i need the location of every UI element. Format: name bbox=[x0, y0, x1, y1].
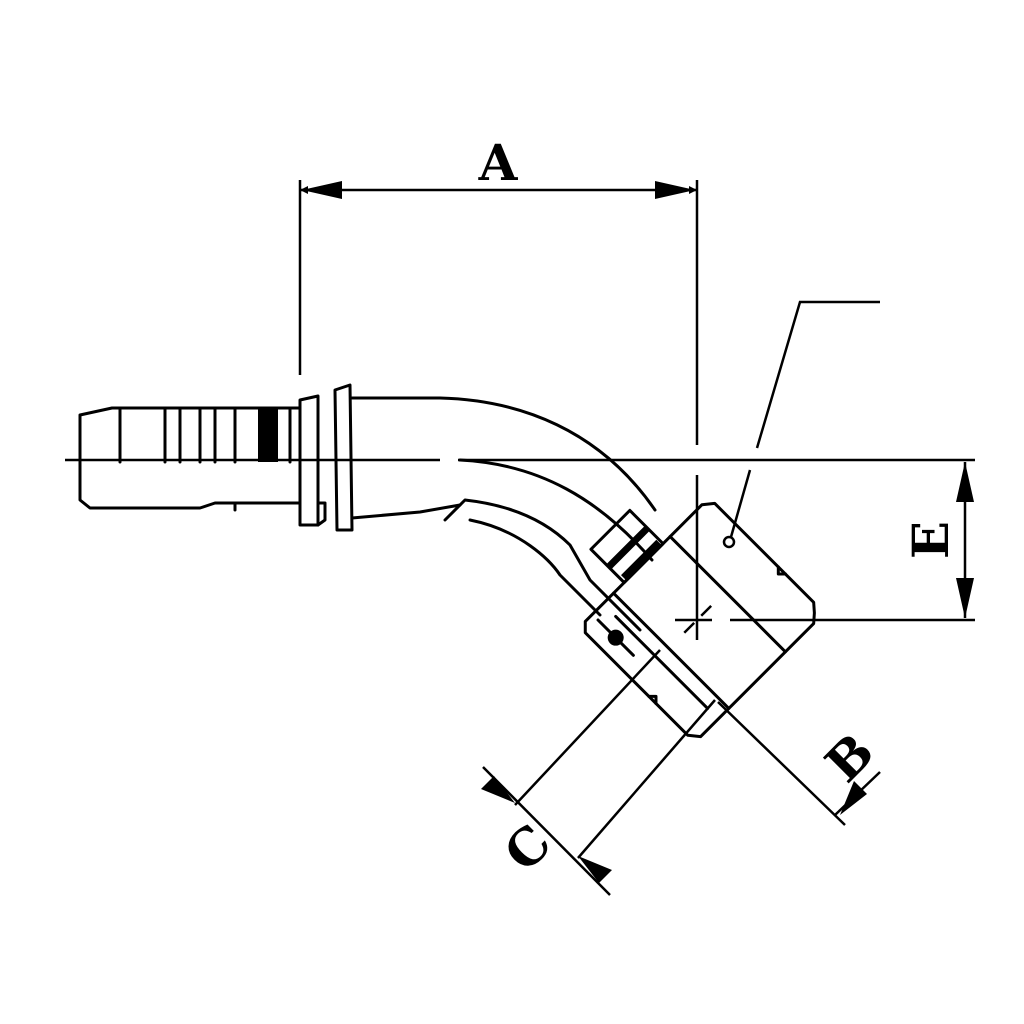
leader-line bbox=[722, 300, 880, 549]
dimension-b: B bbox=[717, 701, 886, 826]
dimension-c: C bbox=[481, 649, 716, 896]
dimension-e: E bbox=[65, 458, 975, 622]
label-a: A bbox=[478, 133, 519, 192]
label-e: E bbox=[901, 521, 960, 559]
dimension-a: A bbox=[298, 133, 699, 640]
nut-assembly bbox=[583, 501, 816, 739]
label-b: B bbox=[814, 722, 886, 794]
hose-tail bbox=[78, 383, 462, 532]
label-c: C bbox=[493, 813, 563, 883]
